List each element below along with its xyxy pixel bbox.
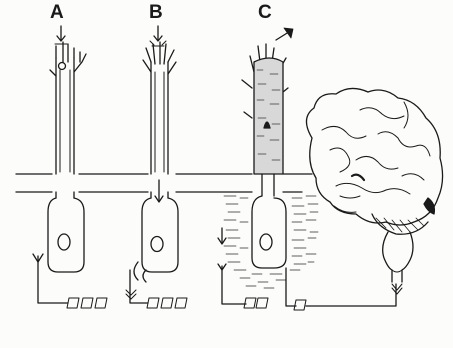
output-markers-a [67, 298, 107, 308]
brain [306, 88, 442, 294]
epithelium-band [16, 174, 312, 192]
signal-arrow-c-out [276, 28, 293, 40]
connection-to-brain [306, 284, 396, 306]
receptor-circle-a [59, 63, 66, 70]
neuron-a [33, 26, 107, 308]
shaded-dendrite-c [254, 58, 283, 174]
stimulus-arrow-a [55, 26, 67, 44]
stimulus-arrow-b [150, 26, 166, 46]
nucleus-a [58, 234, 70, 250]
output-markers-b [147, 298, 187, 308]
neuron-b [126, 26, 187, 308]
nucleus-b [151, 237, 163, 252]
output-markers-c [244, 298, 268, 308]
